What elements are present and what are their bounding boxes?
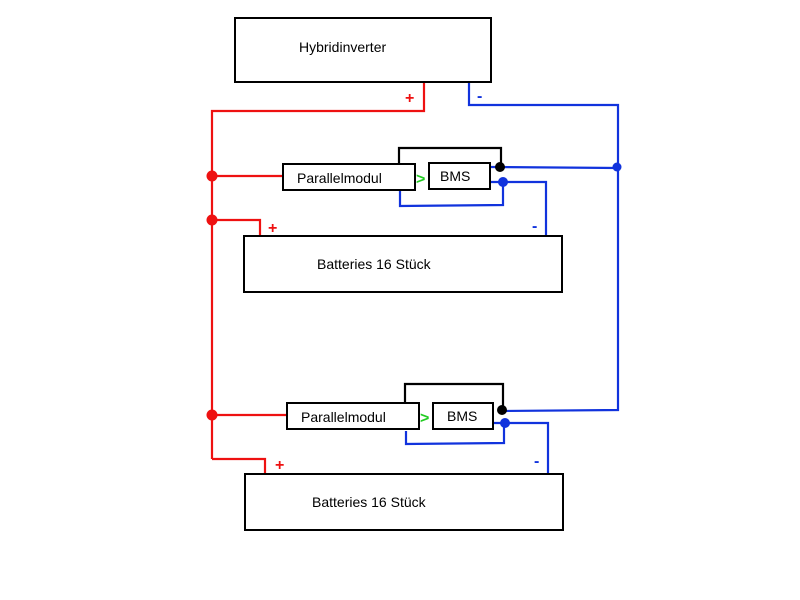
battery-minus-sign: - [534,453,539,470]
inverter-plus-sign: + [405,90,414,107]
negative-wiring [398,82,620,474]
bms-label: BMS [447,408,477,424]
inverter-minus-sign: - [477,88,482,105]
parallel-module-label: Parallelmodul [301,409,386,425]
parallel-module-box [282,163,416,191]
bms1-battery-negative-wire [490,180,548,236]
battery1-positive-wire [212,218,262,236]
junction-dot [500,418,510,428]
parallel-module-label: Parallelmodul [297,170,382,186]
module1-signal-wire [397,146,503,167]
inverter-positive-wire [210,82,426,459]
battery-group-1: Parallelmodul > BMS Batteries 16 Stück +… [243,162,563,293]
battery-pack-label: Batteries 16 Stück [312,494,427,510]
positive-wiring [210,82,426,474]
battery2-positive-wire [212,457,267,474]
junction-dot [206,214,218,226]
battery-pack-label: Batteries 16 Stück [317,256,432,272]
battery-plus-sign: + [268,220,277,237]
bms-box [428,162,491,190]
junction-dot [612,162,622,172]
module1-negative-loop-wire [398,182,505,208]
bms-box [432,402,494,430]
junction-dot [206,409,218,421]
hybrid-inverter: Hybridinverter [234,17,492,83]
bms1-negative-bus-wire [489,165,619,170]
inverter-label: Hybridinverter [299,39,386,55]
battery-minus-sign: - [532,218,537,235]
arrow-icon: > [416,171,425,188]
inverter-negative-wire [467,82,620,413]
junction-dot [206,170,218,182]
module2-negative-loop-wire [404,423,506,446]
parallel-module-box [286,402,420,430]
bms-label: BMS [440,168,470,184]
arrow-icon: > [420,410,429,427]
junction-dot [498,177,508,187]
battery-plus-sign: + [275,457,284,474]
battery-pack-box [244,473,564,531]
junction-dot [495,162,505,172]
battery-pack-box [243,235,563,293]
junction-dot [497,405,507,415]
battery-group-2: Parallelmodul > BMS Batteries 16 Stück +… [244,402,564,531]
module2-signal-wire [403,382,505,410]
bms2-battery-negative-wire [492,421,550,474]
